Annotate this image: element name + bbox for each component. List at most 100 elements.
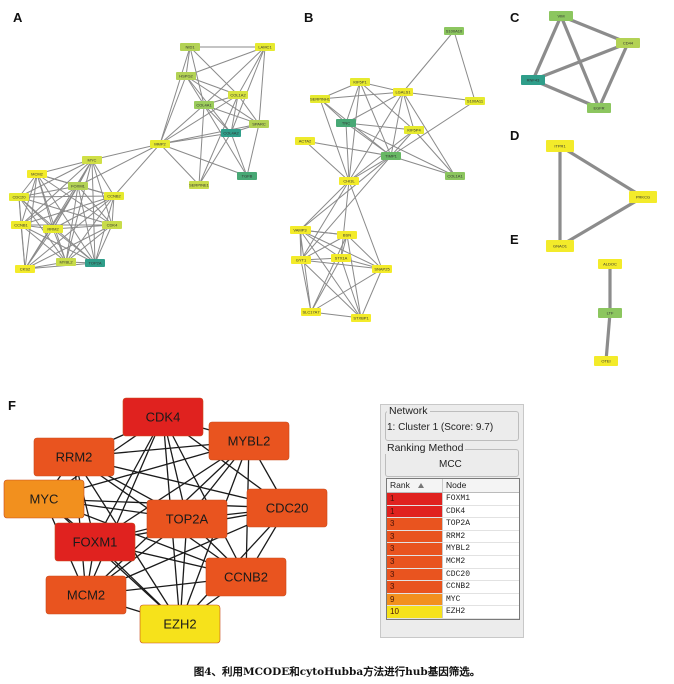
edge: [300, 234, 348, 261]
node-col4a2[interactable]: [221, 129, 241, 137]
node-prkcg[interactable]: [629, 191, 657, 203]
hub-node-cdc20[interactable]: [246, 488, 328, 528]
node-hspg2[interactable]: [176, 72, 196, 80]
edge: [310, 234, 348, 313]
node-s100a10[interactable]: [444, 27, 464, 35]
node-egfr[interactable]: [587, 103, 611, 113]
node-cdc20[interactable]: [9, 193, 29, 201]
edge: [230, 46, 266, 134]
node-cd44[interactable]: [616, 38, 640, 48]
node-kif5p4[interactable]: [404, 126, 424, 134]
node-vim[interactable]: [549, 11, 573, 21]
network-fieldset: [385, 411, 519, 441]
node-itpr1[interactable]: [546, 140, 574, 152]
node-gnao1[interactable]: [546, 240, 574, 252]
node-label: SERPINH1: [310, 97, 331, 102]
hub-node-ezh2[interactable]: [139, 604, 221, 644]
edges: [18, 46, 266, 270]
node-cdk4[interactable]: [102, 221, 122, 229]
node-gyt1[interactable]: [291, 256, 311, 264]
node-top2a[interactable]: [85, 259, 105, 267]
node-rnf43[interactable]: [521, 75, 545, 85]
node-mmp2[interactable]: [150, 140, 170, 148]
hub-node-label: MYC: [30, 491, 59, 506]
node-slc17a7[interactable]: [301, 308, 321, 316]
panel-label-e: E: [510, 232, 519, 247]
hub-node-mybl2[interactable]: [208, 421, 290, 461]
node-col1a2[interactable]: [228, 91, 248, 99]
node-rrm2[interactable]: [43, 225, 63, 233]
node-tnc[interactable]: [336, 119, 356, 127]
node-chi3l[interactable]: [339, 177, 359, 185]
node-serpine1[interactable]: [189, 181, 209, 189]
node-col4a1[interactable]: [194, 101, 214, 109]
rank-column-header[interactable]: Rank: [387, 479, 442, 492]
node-tgfb[interactable]: [237, 172, 257, 180]
node-acta2[interactable]: [295, 137, 315, 145]
edge: [159, 143, 248, 177]
node-kif5p1[interactable]: [350, 78, 370, 86]
edge: [159, 46, 191, 145]
rank-cell: 1: [387, 493, 442, 505]
hub-node-cdk4[interactable]: [122, 397, 204, 437]
node-lamc1[interactable]: [255, 43, 275, 51]
network-value[interactable]: 1: Cluster 1 (Score: 9.7): [387, 422, 494, 433]
edge: [237, 46, 266, 96]
node-snap25[interactable]: [372, 265, 392, 273]
node-timp1[interactable]: [381, 152, 401, 160]
node-sparc[interactable]: [249, 120, 269, 128]
node-foxm1[interactable]: [68, 182, 88, 190]
node-cks2[interactable]: [15, 265, 35, 273]
rank-cell: 9: [387, 593, 442, 606]
rank-cell: 10: [387, 606, 442, 618]
edge: [230, 132, 248, 177]
node-label: CDC20: [12, 195, 26, 200]
node-bsn[interactable]: [337, 231, 357, 239]
hub-node-mcm2[interactable]: [45, 575, 127, 615]
node-stx1a[interactable]: [331, 254, 351, 262]
node-ccnb2[interactable]: [104, 192, 124, 200]
edge: [300, 259, 312, 313]
node-ltf[interactable]: [598, 308, 622, 318]
edge: [304, 140, 392, 157]
edge: [20, 195, 115, 226]
edge: [94, 416, 164, 543]
node-nid1[interactable]: [180, 43, 200, 51]
node-otei[interactable]: [594, 356, 618, 366]
node-s100a11[interactable]: [465, 97, 485, 105]
node-ccnb1[interactable]: [11, 221, 31, 229]
edge: [111, 195, 115, 226]
ranking-method-value[interactable]: MCC: [439, 459, 462, 470]
hub-node-foxm1[interactable]: [54, 522, 136, 562]
hub-node-ccnb2[interactable]: [205, 557, 287, 597]
node-col1a1[interactable]: [445, 172, 465, 180]
node-myc[interactable]: [82, 156, 102, 164]
node-vamp3[interactable]: [290, 226, 310, 234]
edge: [65, 159, 93, 263]
node-stxbp1[interactable]: [351, 314, 371, 322]
node-column-header[interactable]: Node: [442, 479, 519, 492]
hub-node-rrm2[interactable]: [33, 437, 115, 477]
edge: [346, 234, 362, 319]
edge: [348, 81, 361, 182]
node-label: S100A11: [467, 99, 484, 104]
node-serpinh1[interactable]: [310, 95, 330, 103]
hub-node-top2a[interactable]: [146, 499, 228, 539]
node-mybl2[interactable]: [56, 258, 76, 266]
node-aldoc[interactable]: [598, 259, 622, 269]
node-lgals1[interactable]: [393, 88, 413, 96]
node-label: MYC: [88, 158, 97, 163]
node-mcm2[interactable]: [27, 170, 47, 178]
edge: [310, 268, 383, 313]
hub-node-myc[interactable]: [3, 479, 85, 519]
